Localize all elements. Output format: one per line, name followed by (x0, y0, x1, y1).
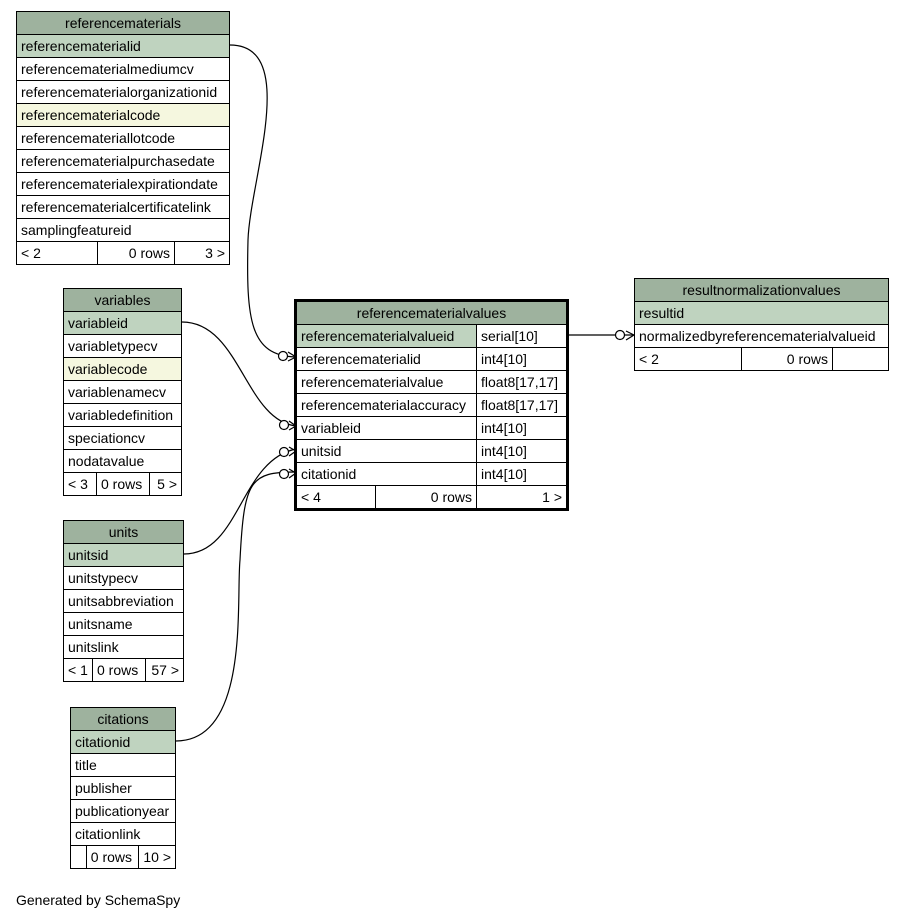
column-unitsid[interactable]: unitsid (296, 439, 477, 463)
column-samplingfeatureid[interactable]: samplingfeatureid (16, 218, 230, 242)
column-type: int4[10] (476, 347, 567, 371)
column-referencematerialcertificatelink[interactable]: referencematerialcertificatelink (16, 195, 230, 219)
column-variablecode[interactable]: variablecode (63, 357, 182, 381)
table-referencematerials: referencematerials referencematerialid r… (16, 11, 230, 265)
column-nodatavalue[interactable]: nodatavalue (63, 449, 182, 473)
column-referencematerialvalueid[interactable]: referencematerialvalueid (296, 324, 477, 348)
table-title[interactable]: resultnormalizationvalues (634, 278, 889, 302)
table-title[interactable]: variables (63, 288, 182, 312)
parents-link[interactable] (70, 845, 87, 869)
column-unitslink[interactable]: unitslink (63, 635, 184, 659)
column-referencematerialexpirationdate[interactable]: referencematerialexpirationdate (16, 172, 230, 196)
column-referencematerialaccuracy[interactable]: referencematerialaccuracy (296, 393, 477, 417)
column-referencematerialcode[interactable]: referencematerialcode (16, 103, 230, 127)
column-publicationyear[interactable]: publicationyear (70, 799, 176, 823)
edge-end-circle (614, 329, 626, 341)
column-unitsid[interactable]: unitsid (63, 543, 184, 567)
table-title[interactable]: citations (70, 707, 176, 731)
table-citations: citations citationid title publisher pub… (70, 707, 176, 869)
parents-link[interactable]: < 2 (16, 241, 98, 265)
column-type: float8[17,17] (476, 370, 567, 394)
column-variableid[interactable]: variableid (296, 416, 477, 440)
row-count: 0 rows (92, 658, 146, 682)
row-count: 0 rows (375, 485, 477, 509)
column-referencemateriallotcode[interactable]: referencemateriallotcode (16, 126, 230, 150)
column-unitsabbreviation[interactable]: unitsabbreviation (63, 589, 184, 613)
column-type: serial[10] (476, 324, 567, 348)
column-citationlink[interactable]: citationlink (70, 822, 176, 846)
children-link[interactable]: 3 > (174, 241, 230, 265)
column-citationid[interactable]: citationid (296, 462, 477, 486)
column-variabledefinition[interactable]: variabledefinition (63, 403, 182, 427)
column-variableid[interactable]: variableid (63, 311, 182, 335)
row-count: 0 rows (96, 472, 150, 496)
edge-end-circle (278, 468, 290, 480)
edge-end-circle (277, 350, 289, 362)
parents-link[interactable]: < 2 (634, 347, 742, 371)
column-publisher[interactable]: publisher (70, 776, 176, 800)
column-resultid[interactable]: resultid (634, 301, 889, 325)
edge-end-circle (278, 446, 290, 458)
column-type: int4[10] (476, 462, 567, 486)
edge-unitsid (183, 448, 297, 555)
table-title[interactable]: units (63, 520, 184, 544)
table-units: units unitsid unitstypecv unitsabbreviat… (63, 520, 184, 682)
column-referencematerialmediumcv[interactable]: referencematerialmediumcv (16, 57, 230, 81)
column-variabletypecv[interactable]: variabletypecv (63, 334, 182, 358)
children-link[interactable]: 1 > (476, 485, 567, 509)
column-speciationcv[interactable]: speciationcv (63, 426, 182, 450)
column-citationid[interactable]: citationid (70, 730, 176, 754)
children-link[interactable]: 5 > (149, 472, 182, 496)
column-type: int4[10] (476, 416, 567, 440)
table-resultnormalizationvalues: resultnormalizationvalues resultid norma… (634, 278, 889, 371)
table-variables: variables variableid variabletypecv vari… (63, 288, 182, 496)
column-unitsname[interactable]: unitsname (63, 612, 184, 636)
edge-referencematerialid (229, 44, 297, 358)
column-unitstypecv[interactable]: unitstypecv (63, 566, 184, 590)
column-referencematerialid[interactable]: referencematerialid (296, 347, 477, 371)
edge-variableid (181, 321, 297, 427)
parents-link[interactable]: < 1 (63, 658, 93, 682)
column-type: float8[17,17] (476, 393, 567, 417)
column-referencematerialid[interactable]: referencematerialid (16, 34, 230, 58)
column-normalizedbyreferencematerialvalueid[interactable]: normalizedbyreferencematerialvalueid (634, 324, 889, 348)
children-link[interactable]: 57 > (145, 658, 184, 682)
edge-citationid (175, 471, 297, 742)
column-type: int4[10] (476, 439, 567, 463)
table-title[interactable]: referencematerialvalues (296, 301, 567, 325)
column-referencematerialpurchasedate[interactable]: referencematerialpurchasedate (16, 149, 230, 173)
children-link[interactable] (832, 347, 889, 371)
column-referencematerialorganizationid[interactable]: referencematerialorganizationid (16, 80, 230, 104)
table-referencematerialvalues: referencematerialvalues referencemateria… (294, 299, 569, 511)
column-title[interactable]: title (70, 753, 176, 777)
column-referencematerialvalue[interactable]: referencematerialvalue (296, 370, 477, 394)
generated-by-footer: Generated by SchemaSpy (16, 892, 181, 908)
parents-link[interactable]: < 3 (63, 472, 97, 496)
children-link[interactable]: 10 > (138, 845, 176, 869)
row-count: 0 rows (97, 241, 175, 265)
edge-end-circle (278, 419, 290, 431)
parents-link[interactable]: < 4 (296, 485, 376, 509)
column-variablenamecv[interactable]: variablenamecv (63, 380, 182, 404)
row-count: 0 rows (741, 347, 833, 371)
row-count: 0 rows (85, 845, 140, 869)
table-title[interactable]: referencematerials (16, 11, 230, 35)
